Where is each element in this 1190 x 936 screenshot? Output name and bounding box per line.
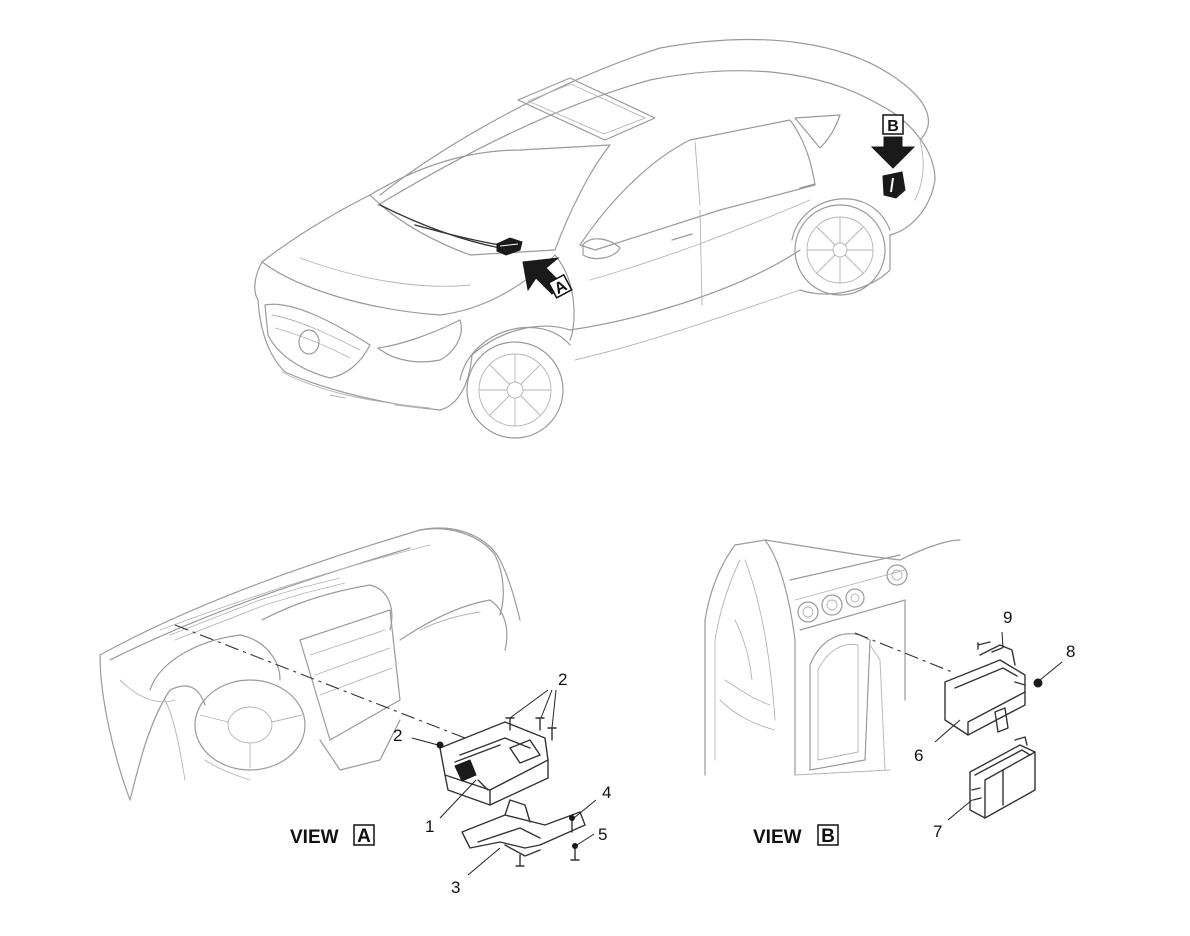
view-b-callout-9: 9: [1003, 608, 1012, 627]
view-a-callout-4: 4: [602, 783, 611, 802]
view-a-label-box: A: [357, 826, 371, 847]
car-illustration: A B: [254, 38, 936, 439]
view-b-callout-6: 6: [914, 746, 923, 765]
view-b-illustration: 9 8 6 7 VIEW B: [704, 539, 1075, 848]
view-a-label-text: VIEW: [290, 827, 339, 848]
view-b-marker-text: B: [887, 118, 899, 135]
view-b-arrow: [870, 136, 916, 169]
view-b-callout-7: 7: [933, 822, 942, 841]
view-b-label: VIEW B: [753, 824, 839, 848]
view-a-marker: A: [547, 273, 573, 299]
view-a-callout-1: 1: [425, 817, 434, 836]
view-b-marker: B: [882, 114, 904, 135]
view-b-label-box: B: [821, 826, 835, 847]
view-a-illustration: 2 2 1 3 4 5 VIEW A: [99, 527, 611, 897]
view-a-callout-5: 5: [598, 825, 607, 844]
view-b-callout-8: 8: [1066, 642, 1075, 661]
view-a-label: VIEW A: [290, 824, 375, 848]
view-a-callout-2-top: 2: [558, 670, 567, 689]
view-a-callout-2-left: 2: [393, 726, 402, 745]
view-b-label-text: VIEW: [753, 827, 802, 848]
view-a-callout-3: 3: [451, 878, 460, 897]
